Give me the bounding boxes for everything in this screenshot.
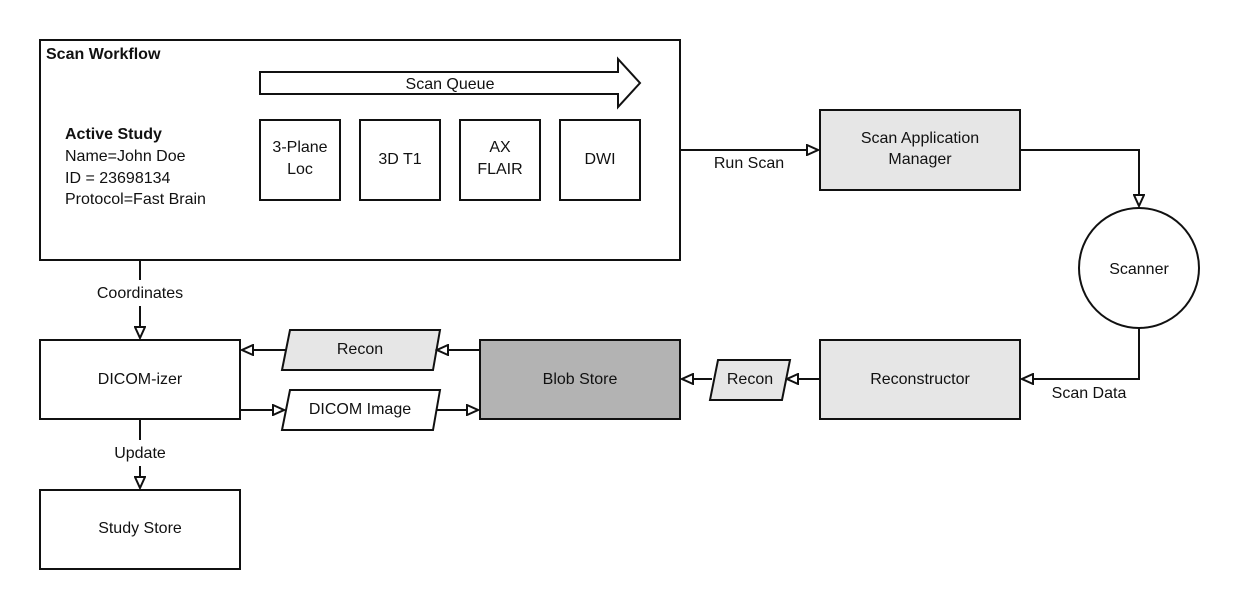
node-label: Scanner (1109, 261, 1169, 278)
scan-queue-label: Scan Queue (406, 76, 495, 93)
recon-data-left[interactable]: Recon (280, 329, 442, 371)
run-scan-label: Run Scan (714, 155, 784, 172)
coordinates-label: Coordinates (97, 285, 183, 302)
recon-data-right[interactable]: Recon (708, 359, 792, 401)
data-label: Recon (727, 371, 773, 388)
node-label: Scan Application (861, 130, 979, 147)
queue-item-label: AX (489, 139, 511, 156)
data-label: DICOM Image (309, 401, 411, 418)
scan-data-label: Scan Data (1052, 385, 1127, 402)
scan-queue-arrow: Scan Queue (259, 56, 642, 110)
manager-to-scanner-connector (1020, 149, 1139, 206)
study-protocol: Protocol=Fast Brain (65, 191, 206, 208)
queue-item[interactable]: 3D T1 (359, 119, 441, 201)
update-label: Update (114, 445, 166, 462)
scan-application-manager-node[interactable]: Scan Application Manager (819, 109, 1021, 191)
blob-store-node[interactable]: Blob Store (479, 339, 681, 420)
node-label: Study Store (98, 520, 182, 537)
data-label: Recon (337, 341, 383, 358)
dicomizer-node[interactable]: DICOM-izer (39, 339, 241, 420)
study-id: ID = 23698134 (65, 170, 171, 187)
active-study-heading: Active Study (65, 126, 162, 143)
node-label: Reconstructor (870, 371, 970, 388)
node-label: DICOM-izer (98, 371, 183, 388)
queue-item[interactable]: 3-Plane Loc (259, 119, 341, 201)
queue-item-label: Loc (287, 161, 313, 178)
queue-item[interactable]: DWI (559, 119, 641, 201)
study-name: Name=John Doe (65, 148, 186, 165)
queue-item[interactable]: AX FLAIR (459, 119, 541, 201)
queue-item-label: DWI (584, 151, 615, 168)
node-label: Blob Store (543, 371, 618, 388)
queue-item-label: 3-Plane (272, 139, 327, 156)
active-study-info: Active Study Name=John Doe ID = 23698134… (65, 126, 206, 208)
queue-item-label: FLAIR (477, 161, 522, 178)
scan-workflow-title: Scan Workflow (46, 46, 161, 63)
study-store-node[interactable]: Study Store (39, 489, 241, 570)
scanner-node[interactable]: Scanner (1078, 207, 1200, 329)
reconstructor-node[interactable]: Reconstructor (819, 339, 1021, 420)
dicom-image-data[interactable]: DICOM Image (280, 389, 442, 431)
queue-item-label: 3D T1 (378, 151, 421, 168)
node-label: Manager (888, 151, 952, 168)
scan-data-connector (1022, 328, 1140, 379)
